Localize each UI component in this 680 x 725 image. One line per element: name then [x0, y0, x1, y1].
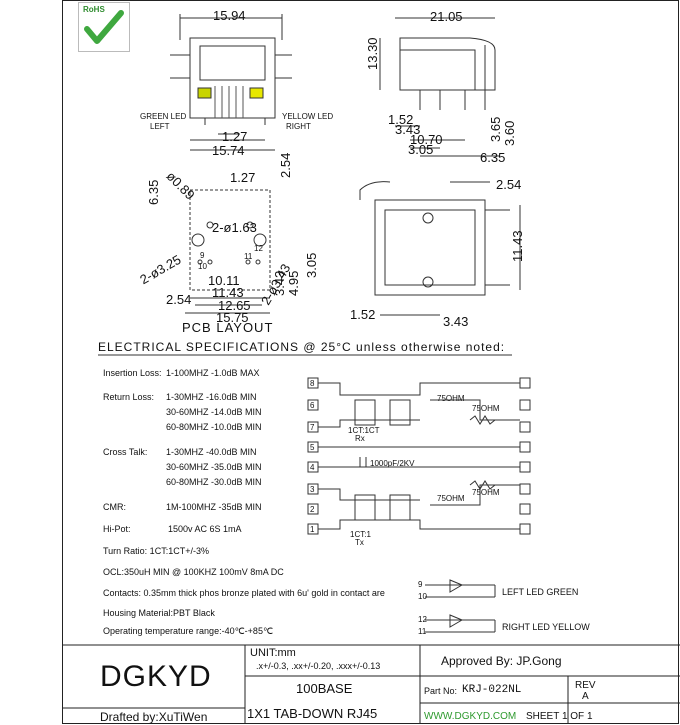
cmr-value: 1M-100MHZ -35dB MIN: [166, 502, 262, 512]
dim-pcb-1011: 10.11: [208, 273, 240, 288]
hipot-label: Hi-Pot:: [103, 524, 131, 534]
drawing-frame: [62, 0, 679, 724]
dim-pcb-254: 2.54: [278, 152, 293, 178]
pcb-pin-11: 11: [244, 252, 253, 261]
return-value-2: 30-60MHZ -14.0dB MIN: [166, 407, 262, 417]
return-value-3: 60-80MHZ -10.0dB MIN: [166, 422, 262, 432]
dim-front-width: 15.94: [213, 8, 246, 23]
rev-value: A: [582, 691, 589, 702]
tolerance: .x+/-0.3, .xx+/-0.20, .xxx+/-0.13: [256, 661, 381, 671]
rohs-badge: RoHS: [78, 2, 130, 52]
dim-343: 3.43: [395, 122, 421, 137]
pcb-pin-9: 9: [200, 251, 205, 260]
led-right-yellow: RIGHT LED YELLOW: [502, 622, 590, 632]
pcb-pin-10: 10: [198, 262, 207, 271]
cross-value-3: 60-80MHZ -30.0dB MIN: [166, 477, 262, 487]
return-value-1: 1-30MHZ -16.0dB MIN: [166, 392, 257, 402]
led-pin-9: 9: [418, 580, 423, 589]
sch-ct-tx: 1CT:1: [350, 530, 371, 539]
sch-pin-7: 7: [310, 423, 315, 432]
dim-top-152: 1.52: [350, 307, 376, 322]
product-line-2: 1X1 TAB-DOWN RJ45: [247, 706, 378, 721]
sch-pin-3: 3: [310, 485, 315, 494]
dim-top-254: 2.54: [496, 177, 522, 192]
dim-side-length: 21.05: [430, 9, 463, 24]
product-line-1: 100BASE: [296, 681, 353, 696]
sch-r1: 75OHM: [437, 394, 465, 403]
led-pin-10: 10: [418, 592, 427, 601]
sheet-number: SHEET 1 OF 1: [526, 711, 593, 722]
return-label: Return Loss:: [103, 392, 155, 402]
cross-label: Cross Talk:: [103, 447, 148, 457]
sch-r4: 75OHM: [472, 488, 500, 497]
sch-pin-4: 4: [310, 463, 315, 472]
dim-pcb-305: 3.05: [304, 252, 319, 278]
dim-pcb-1143: 11.43: [212, 285, 244, 300]
approved-by: Approved By: JP.Gong: [441, 654, 562, 668]
dim-pcb-127: 1.27: [230, 170, 256, 185]
dim-front-pitch: 1.27: [222, 129, 248, 144]
turn-ratio: Turn Ratio: 1CT:1CT+/-3%: [103, 546, 209, 556]
checkmark-icon: [84, 10, 124, 44]
cmr-label: CMR:: [103, 502, 126, 512]
dim-152: 1.52: [388, 112, 414, 127]
sch-ct-rx: 1CT:1CT: [348, 426, 380, 435]
sch-tx: Tx: [355, 538, 364, 547]
spec-heading: ELECTRICAL SPECIFICATIONS @ 25°C unless …: [98, 340, 506, 354]
dim-365: 3.65: [488, 116, 503, 142]
hipot-value: 1500v AC 6S 1mA: [168, 524, 242, 534]
company-name: DGKYD: [100, 660, 212, 693]
sch-pin-8: 8: [310, 379, 315, 388]
part-label: Part No:: [424, 686, 458, 696]
right-label: RIGHT: [286, 122, 311, 131]
pcb-layout-label: PCB LAYOUT: [182, 320, 274, 335]
rev-label: REV: [575, 680, 596, 691]
sch-rx: Rx: [355, 434, 365, 443]
dim-front-bottom: 15.74: [212, 143, 245, 158]
dim-pcb-1265: 12.65: [218, 298, 251, 313]
dim-pcb-2-163: 2-ø1.63: [212, 220, 257, 235]
dim-pcb-254b: 2.54: [166, 292, 192, 307]
cross-value-1: 1-30MHZ -40.0dB MIN: [166, 447, 257, 457]
pcb-pin-12: 12: [254, 244, 263, 253]
led-pin-12: 12: [418, 615, 427, 624]
insertion-label: Insertion Loss:: [103, 368, 162, 378]
sch-cap: 1000pF/2KV: [370, 459, 415, 468]
part-number: KRJ-022NL: [462, 684, 522, 696]
dim-1070: 10.70: [410, 132, 443, 147]
sch-pin-6: 6: [310, 401, 315, 410]
sch-pin-1: 1: [310, 525, 315, 534]
sch-r2: 75OHM: [472, 404, 500, 413]
dim-side-height: 13.30: [365, 37, 380, 70]
sch-pin-5: 5: [310, 443, 315, 452]
dim-360: 3.60: [502, 120, 517, 146]
website-link[interactable]: WWW.DGKYD.COM: [424, 711, 517, 722]
led-pin-11: 11: [418, 627, 427, 636]
sch-r3: 75OHM: [437, 494, 465, 503]
dim-top-1143: 11.43: [510, 230, 525, 262]
housing: Housing Material:PBT Black: [103, 608, 215, 618]
dim-635: 6.35: [480, 150, 506, 165]
unit-label: UNIT:mm: [250, 647, 296, 659]
led-left-green: LEFT LED GREEN: [502, 587, 579, 597]
left-label: LEFT: [150, 122, 170, 131]
operating-temp: Operating temperature range:-40℃-+85℃: [103, 626, 274, 636]
drafted-by: Drafted by:XuTiWen: [100, 710, 208, 724]
dim-top-343: 3.43: [443, 314, 469, 329]
cross-value-2: 30-60MHZ -35.0dB MIN: [166, 462, 262, 472]
sch-pin-2: 2: [310, 505, 315, 514]
rohs-label: RoHS: [83, 5, 105, 14]
contacts: Contacts: 0.35mm thick phos bronze plate…: [103, 588, 385, 598]
dim-pcb-1575: 15.75: [216, 310, 249, 325]
yellow-led-label: YELLOW LED: [282, 112, 334, 121]
insertion-value: 1-100MHZ -1.0dB MAX: [166, 368, 260, 378]
dim-305: 3.05: [408, 142, 434, 157]
ocl: OCL:350uH MIN @ 100KHZ 100mV 8mA DC: [103, 567, 284, 577]
dim-pcb-635: 6.35: [146, 179, 161, 205]
green-led-label: GREEN LED: [140, 112, 187, 121]
